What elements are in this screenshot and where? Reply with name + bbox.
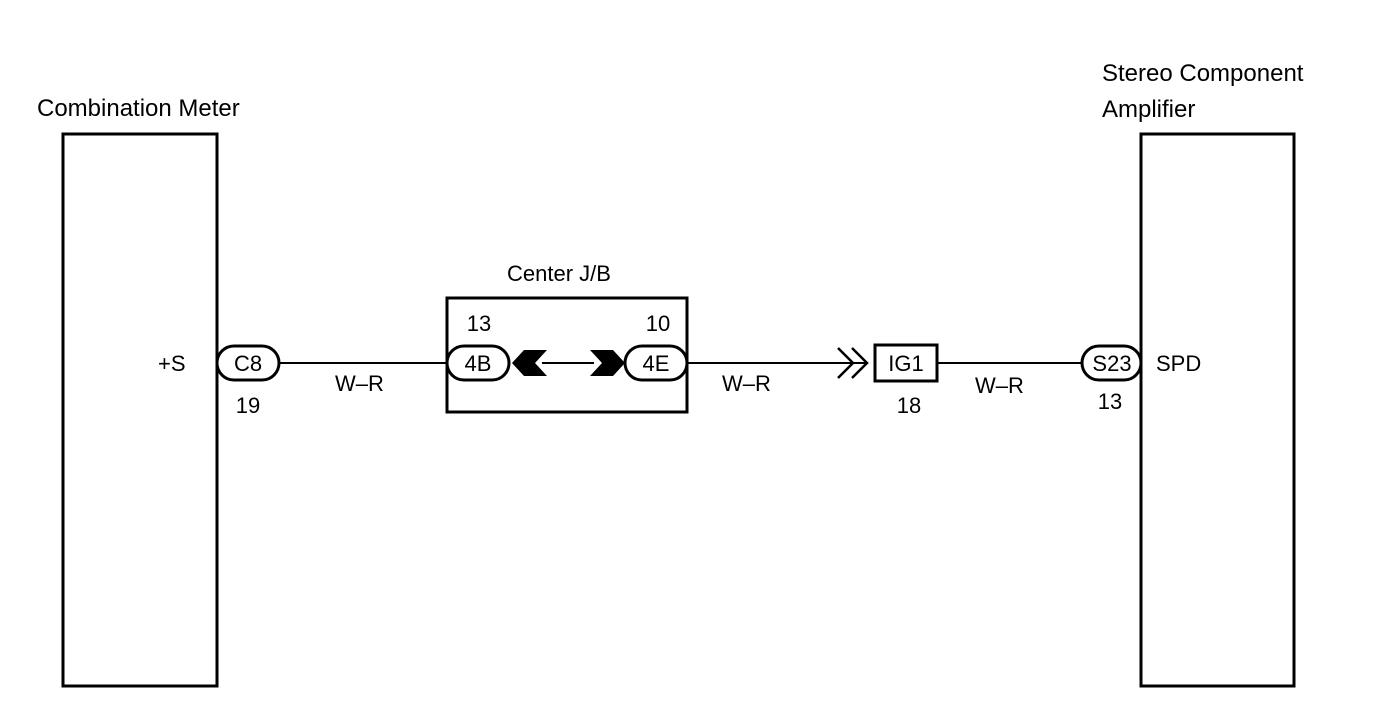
connector-4e-pin: 10	[646, 311, 670, 336]
stereo-amplifier-title-line1: Stereo Component	[1102, 60, 1304, 87]
connector-ig1-pin: 18	[897, 393, 921, 418]
left-chevron-icon	[512, 350, 547, 376]
connector-4b-outline	[445, 344, 511, 382]
combination-meter-box	[61, 132, 219, 688]
connector-4b-label: 4B	[465, 351, 492, 376]
connector-s23-outline	[1080, 344, 1143, 382]
connector-4e-label: 4E	[643, 351, 670, 376]
open-chevron-icon	[837, 347, 855, 379]
connector-ig1-outline	[873, 343, 939, 383]
wire-color-label-2: W–R	[722, 371, 771, 396]
connector-4b-pin: 13	[467, 311, 491, 336]
right-chevron-icon	[590, 350, 625, 376]
connector-s23-label: S23	[1092, 351, 1131, 376]
combination-meter-terminal: +S	[158, 351, 186, 376]
connector-s23-pin: 13	[1098, 389, 1122, 414]
stereo-amplifier-box	[1139, 132, 1296, 688]
connector-c8-pin: 19	[236, 393, 260, 418]
center-jb-box	[445, 296, 689, 414]
connector-c8-label: C8	[234, 351, 262, 376]
combination-meter-title: Combination Meter	[37, 95, 240, 122]
stereo-amplifier-terminal: SPD	[1156, 351, 1201, 376]
wire-color-label-3: W–R	[975, 373, 1024, 398]
connector-ig1-label: IG1	[888, 351, 923, 376]
stereo-amplifier-title-line2: Amplifier	[1102, 96, 1195, 123]
wire-color-label-1: W–R	[335, 371, 384, 396]
center-jb-title: Center J/B	[507, 261, 611, 286]
open-chevron-icon	[851, 347, 869, 379]
connector-c8-outline	[215, 344, 281, 382]
